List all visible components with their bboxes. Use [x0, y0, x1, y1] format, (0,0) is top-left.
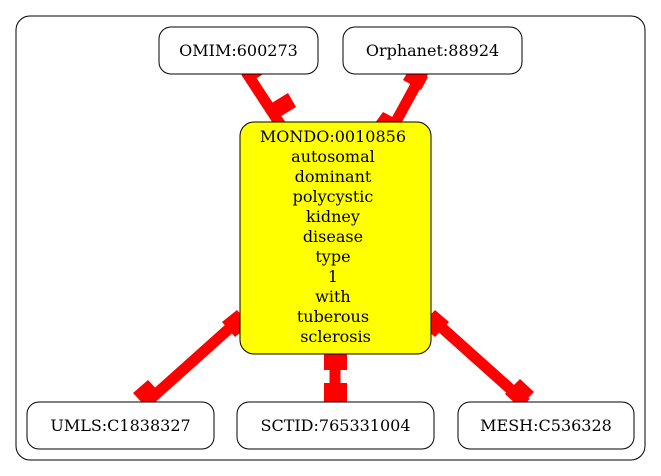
node-omim-label: OMIM:600273 — [179, 41, 298, 60]
node-omim[interactable]: OMIM:600273 — [158, 26, 319, 75]
center-node-line: polycystic — [293, 187, 374, 206]
node-mesh-label: MESH:C536328 — [480, 416, 612, 435]
center-node[interactable]: MONDO:0010856 autosomal dominant polycys… — [239, 121, 432, 355]
node-umls-label: UMLS:C1838327 — [50, 416, 190, 435]
center-node-line: kidney — [306, 207, 360, 226]
node-umls[interactable]: UMLS:C1838327 — [26, 401, 215, 450]
center-node-line: dominant — [295, 167, 372, 186]
center-node-line: disease — [303, 227, 363, 246]
center-node-id: MONDO:0010856 — [260, 127, 406, 146]
node-orphanet[interactable]: Orphanet:88924 — [342, 26, 523, 75]
node-mesh[interactable]: MESH:C536328 — [457, 401, 635, 450]
center-node-line: with — [315, 287, 351, 306]
node-sctid-label: SCTID:765331004 — [260, 416, 410, 435]
svg-text:MONDO:0010856 autosomal: MONDO:0010856 autosomal dominant polycys… — [260, 127, 411, 346]
node-orphanet-label: Orphanet:88924 — [366, 41, 499, 60]
center-node-line: tuberous — [297, 307, 369, 326]
center-node-line: type — [315, 247, 350, 266]
node-sctid[interactable]: SCTID:765331004 — [236, 401, 435, 450]
center-node-line: autosomal — [291, 147, 375, 166]
center-node-line: 1 — [328, 267, 338, 286]
center-node-line: sclerosis — [300, 327, 371, 346]
